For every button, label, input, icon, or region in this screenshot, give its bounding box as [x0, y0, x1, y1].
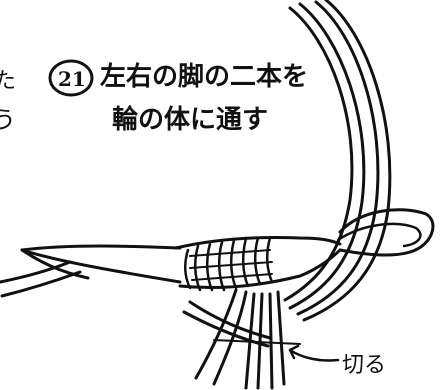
cut-label: 切る — [342, 353, 386, 378]
edge-fragment-top: た — [0, 69, 16, 94]
step-number: 21 — [58, 67, 86, 91]
cut-arrow — [288, 344, 340, 362]
cord-strands — [283, 0, 392, 322]
cord-loop-inner — [336, 222, 422, 248]
cord-loop — [338, 208, 435, 257]
wrapped-coil — [174, 235, 342, 292]
left-tail — [0, 244, 182, 298]
cut-line — [213, 339, 301, 345]
diagonal-cord-2 — [188, 300, 272, 340]
step-number-badge: 21 — [48, 59, 94, 97]
lower-strands — [194, 288, 286, 390]
diagonal-cord — [182, 310, 270, 348]
instruction-line-2: 輪の体に通す — [112, 104, 268, 135]
instruction-line-1: 左右の脚の二本を — [100, 62, 308, 92]
edge-fragment-bottom: う — [0, 106, 16, 134]
